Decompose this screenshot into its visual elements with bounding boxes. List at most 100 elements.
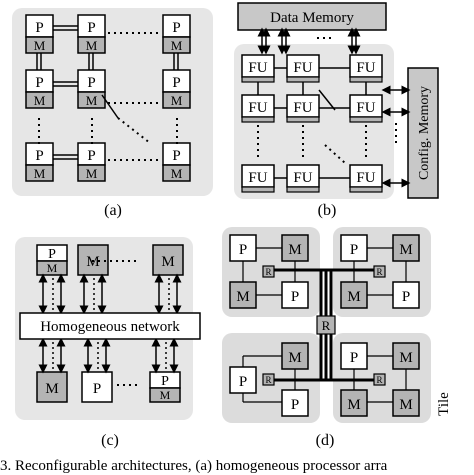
memory-label: M (47, 261, 58, 275)
fu-cell: FU (286, 164, 320, 193)
memory-node: M (281, 234, 309, 262)
memory-label: M (347, 289, 360, 305)
memory-label: M (45, 381, 58, 397)
panel-b-label: (b) (318, 202, 337, 219)
fu-label: FU (356, 100, 375, 116)
processor-label: P (172, 148, 180, 164)
fu-cell: FU (286, 54, 320, 83)
fu-cell: FU (241, 94, 275, 123)
processor-node: P (340, 342, 368, 370)
data-memory-box (237, 2, 387, 31)
homogeneous-network-box (19, 312, 201, 340)
processor-node: P (281, 389, 309, 417)
processor-label: P (291, 397, 299, 413)
processor-label: P (402, 289, 410, 305)
processor-node: P (229, 234, 257, 262)
panel-b-fu-grid: FU FU FU FU FU FU FU FU FU (241, 54, 383, 193)
fu-cell: FU (349, 164, 383, 193)
fu-cell: FU (241, 54, 275, 83)
memory-node: M (229, 281, 257, 309)
config-memory-box (407, 67, 439, 199)
memory-label: M (347, 397, 360, 413)
tile-label: Tile (436, 392, 452, 416)
memory-node: M (152, 244, 184, 276)
processor-label: P (87, 20, 95, 36)
pm-cell: PM (77, 69, 106, 109)
pm-cell: PM (25, 69, 54, 109)
pm-node: PM (149, 371, 181, 403)
memory-label: M (399, 242, 412, 258)
memory-node: M (340, 281, 368, 309)
processor-node: P (81, 371, 113, 403)
memory-label: M (86, 38, 98, 53)
memory-label: M (86, 93, 98, 108)
router-node: R (316, 315, 336, 335)
processor-label: P (87, 148, 95, 164)
processor-label: P (239, 374, 247, 390)
config-memory-label: Config. Memory (417, 86, 432, 180)
pm-cell: PM (77, 14, 106, 54)
processor-label: P (350, 242, 358, 258)
processor-label: P (239, 242, 247, 258)
router-node: R (262, 265, 275, 278)
pm-cell: PM (162, 142, 191, 182)
memory-label: M (288, 350, 301, 366)
memory-label: M (34, 166, 46, 181)
fu-cell: FU (241, 164, 275, 193)
fu-cell: FU (349, 54, 383, 83)
memory-label: M (161, 254, 174, 270)
pm-cell: PM (162, 69, 191, 109)
processor-label: P (291, 289, 299, 305)
processor-label: P (87, 75, 95, 91)
memory-node: M (392, 234, 420, 262)
memory-node: M (281, 342, 309, 370)
data-memory-label: Data Memory (270, 10, 354, 26)
memory-node: M (392, 342, 420, 370)
fu-label: FU (248, 60, 267, 76)
panel-c-arrows (38, 273, 182, 374)
router-label: R (265, 375, 271, 385)
processor-label: P (35, 20, 43, 36)
memory-label: M (86, 166, 98, 181)
panel-b-arrows (257, 27, 411, 188)
processor-label: P (35, 148, 43, 164)
processor-node: P (229, 366, 257, 394)
fu-label: FU (293, 100, 312, 116)
pm-cell: PM (162, 14, 191, 54)
processor-node: P (281, 281, 309, 309)
memory-node: M (340, 389, 368, 417)
processor-label: P (161, 374, 169, 389)
memory-label: M (34, 38, 46, 53)
router-label: R (376, 267, 382, 277)
homogeneous-network-label: Homogeneous network (40, 319, 180, 335)
fu-cell: FU (349, 94, 383, 123)
fu-label: FU (293, 60, 312, 76)
fu-label: FU (248, 100, 267, 116)
processor-label: P (93, 381, 101, 397)
processor-node: P (340, 234, 368, 262)
memory-label: M (399, 350, 412, 366)
memory-label: M (399, 397, 412, 413)
processor-label: P (172, 20, 180, 36)
router-label: R (322, 318, 331, 333)
memory-label: M (34, 93, 46, 108)
processor-node: P (392, 281, 420, 309)
memory-label: M (236, 289, 249, 305)
memory-label: M (288, 242, 301, 258)
fu-label: FU (356, 170, 375, 186)
pm-cell: PM (25, 14, 54, 54)
panel-d-label: (d) (316, 432, 335, 449)
memory-label: M (171, 38, 183, 53)
processor-label: P (48, 247, 56, 262)
router-node: R (262, 373, 275, 386)
router-node: R (373, 265, 386, 278)
panel-a-label: (a) (104, 202, 122, 219)
fu-label: FU (356, 60, 375, 76)
